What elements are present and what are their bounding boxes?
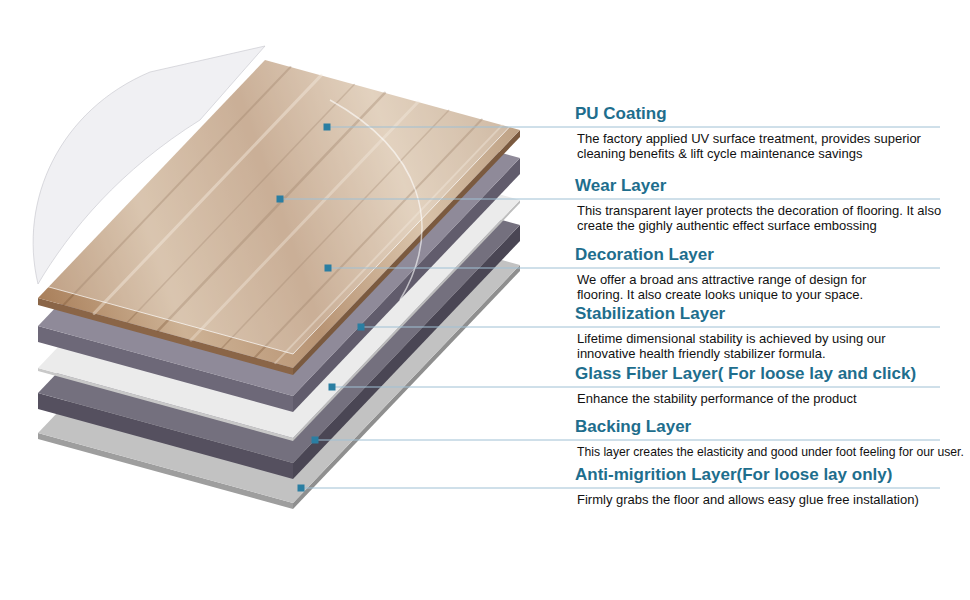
film-highlight — [330, 100, 422, 300]
pointer-marker — [325, 265, 332, 272]
pointer-marker — [329, 384, 336, 391]
layer-heading: PU Coating — [575, 104, 667, 124]
leader-line — [280, 199, 940, 200]
layer-heading: Wear Layer — [575, 176, 666, 196]
leader-line — [327, 127, 940, 128]
layer-heading: Decoration Layer — [575, 245, 714, 265]
pointer-marker — [358, 324, 365, 331]
leader-line — [361, 327, 940, 328]
pointer-marker — [277, 196, 284, 203]
leader-line — [301, 488, 940, 489]
pointer-markers — [277, 124, 365, 492]
transparent-film — [33, 46, 520, 354]
layer-heading: Anti-migrition Layer(For loose lay only) — [575, 465, 892, 485]
layer-description: The factory applied UV surface treatment… — [577, 132, 949, 161]
layer-description: Lifetime dimensional stability is achiev… — [577, 332, 941, 361]
film-sheet — [38, 46, 520, 354]
layer-heading: Backing Layer — [575, 417, 691, 437]
layer-description: This layer creates the elasticity and go… — [577, 445, 964, 460]
film-curl — [33, 46, 265, 284]
layer-description: Enhance the stability performance of the… — [577, 392, 857, 407]
leader-line — [328, 268, 940, 269]
layer-description: Firmly grabs the floor and allows easy g… — [577, 493, 919, 508]
pointer-marker — [324, 124, 331, 131]
layer-heading: Glass Fiber Layer( For loose lay and cli… — [575, 364, 916, 384]
leader-line — [332, 387, 940, 388]
leader-lines — [280, 127, 940, 488]
layer-description: This transparent layer protects the deco… — [577, 204, 943, 233]
leader-line — [315, 440, 940, 441]
layer-heading: Stabilization Layer — [575, 304, 725, 324]
pointer-marker — [312, 437, 319, 444]
layer-description: We offer a broad ans attractive range of… — [577, 273, 911, 302]
pointer-marker — [298, 485, 305, 492]
